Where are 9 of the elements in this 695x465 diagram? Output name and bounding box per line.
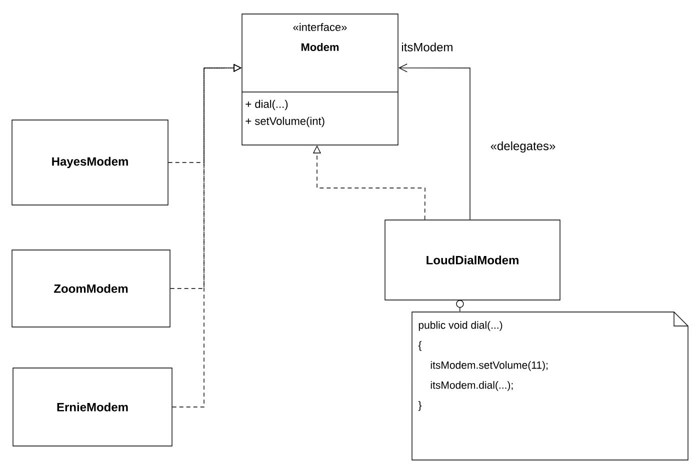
anchor-line xyxy=(456,300,464,312)
class-box: LoudDialModem xyxy=(384,220,560,300)
edge-label: «delegates» xyxy=(489,140,557,154)
note-box: public void dial(...) { itsModem.setVolume(11); itsModem.dial(...); } xyxy=(412,312,688,460)
class-box: «interface» Modem + dial(...) + setVolume(int) xyxy=(242,14,398,146)
class-box: ZoomModem xyxy=(12,250,170,328)
arrow xyxy=(398,64,470,220)
class-box: ErnieModem xyxy=(12,368,172,446)
class-box: HayesModem xyxy=(12,120,168,206)
